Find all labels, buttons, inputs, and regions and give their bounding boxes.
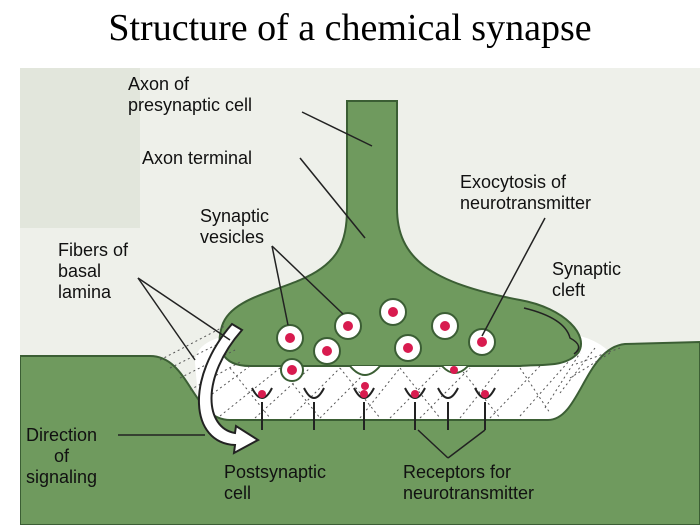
bound-neurotransmitter [258, 390, 266, 398]
exocytosis-pocket [349, 365, 381, 376]
synapse-diagram [20, 68, 700, 525]
receptor [303, 387, 325, 430]
label-fibers-basal-lamina: Fibers of basal lamina [58, 240, 129, 302]
label-synaptic-vesicles: Synaptic vesicles [200, 206, 270, 247]
vesicle-core [285, 333, 295, 343]
label-axon-terminal: Axon terminal [142, 148, 253, 168]
released-neurotransmitter [450, 366, 458, 374]
label-exocytosis: Exocytosis of neurotransmitter [460, 172, 592, 213]
label-postsynaptic-cell: Postsynaptic cell [224, 462, 327, 503]
label-axon-presynaptic: Axon of presynaptic cell [128, 74, 253, 115]
vesicle-core [388, 307, 398, 317]
vesicle-core [343, 321, 353, 331]
vesicle-core [403, 343, 413, 353]
leader-lines [137, 111, 580, 459]
vesicle-core [477, 337, 487, 347]
receptor [437, 387, 459, 430]
bound-neurotransmitter [411, 390, 419, 398]
synapse-figure: Axon of presynaptic cell Axon terminal S… [20, 68, 700, 525]
vesicle-core [287, 365, 297, 375]
vesicle-core [322, 346, 332, 356]
label-receptors: Receptors for neurotransmitter [403, 462, 535, 503]
vesicle-core [440, 321, 450, 331]
released-neurotransmitter [361, 382, 369, 390]
bound-neurotransmitter [481, 390, 489, 398]
receptors [251, 387, 496, 430]
signaling-arrow [118, 322, 260, 455]
slide-title: Structure of a chemical synapse [108, 7, 592, 49]
background-shading [20, 68, 140, 228]
label-direction-of-signaling: Direction of signaling [26, 425, 98, 487]
synaptic-vesicles [276, 298, 496, 390]
postsynaptic-cell [20, 340, 700, 525]
label-synaptic-cleft: Synaptic cleft [552, 259, 622, 300]
presynaptic-axon-terminal [218, 100, 582, 367]
bound-neurotransmitter [360, 390, 368, 398]
